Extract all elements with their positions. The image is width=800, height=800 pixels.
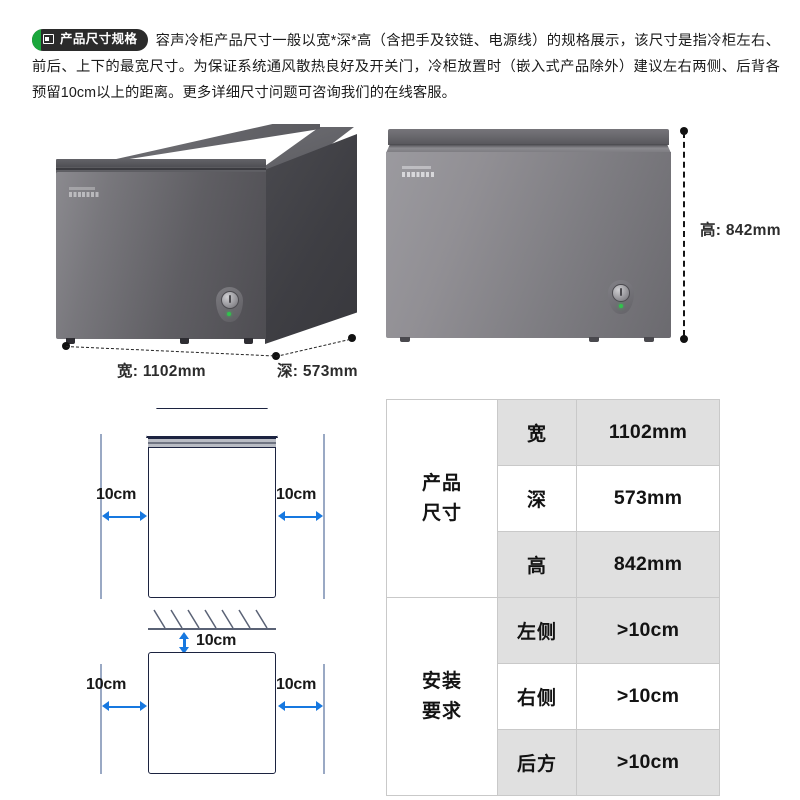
chest-freezer-isometric-view xyxy=(56,124,357,359)
table-key-left-clearance: 左侧 xyxy=(497,597,577,664)
freezer-foot xyxy=(180,338,189,344)
specification-table: 产品 尺寸 宽 1102mm 深 573mm 高 842mm 安装 要求 左侧 … xyxy=(386,399,720,796)
section-badge: 产品尺寸规格 xyxy=(32,28,149,51)
dim-point-width-left xyxy=(62,342,70,350)
freezer-foot xyxy=(66,338,75,344)
thermostat-dial-icon xyxy=(220,291,239,309)
table-key-rear-clearance: 后方 xyxy=(497,729,577,796)
clearance-arrow-right-top xyxy=(278,511,323,522)
table-value-depth: 573mm xyxy=(576,465,720,532)
table-row: 高 842mm xyxy=(387,531,720,598)
freezer-front-lid xyxy=(388,129,669,145)
dim-point-width-right xyxy=(272,352,280,360)
table-row: 产品 尺寸 宽 1102mm xyxy=(386,399,720,598)
clearance-arrow-rear xyxy=(179,632,190,654)
height-dimension-label: 高: 842mm xyxy=(700,222,781,239)
section-badge-label: 产品尺寸规格 xyxy=(60,31,138,46)
table-value-height: 842mm xyxy=(576,531,720,598)
group-label-line1: 安装 xyxy=(421,670,462,692)
clearance-arrow-right-bottom xyxy=(278,701,323,712)
clearance-label-rear: 10cm xyxy=(196,632,237,649)
freezer-side-panel xyxy=(265,134,357,344)
clearance-label-left-bottom: 10cm xyxy=(86,676,127,693)
thermostat-dial-icon xyxy=(612,284,630,302)
table-group-label-install-requirement: 安装 要求 xyxy=(386,597,498,796)
brand-logo xyxy=(402,166,435,179)
table-key-right-clearance: 右侧 xyxy=(497,663,577,730)
clearance-guide-right-bottom xyxy=(323,664,325,774)
depth-dimension-label: 深: 573mm xyxy=(277,363,358,380)
table-value-left-clearance: >10cm xyxy=(576,597,720,664)
table-group-label-product-size: 产品 尺寸 xyxy=(386,399,498,598)
power-led-indicator xyxy=(619,304,623,308)
freezer-foot xyxy=(644,337,654,342)
freezer-front-body xyxy=(386,152,671,342)
freezer-front-panel xyxy=(56,172,266,344)
table-value-rear-clearance: >10cm xyxy=(576,729,720,796)
table-value-right-clearance: >10cm xyxy=(576,663,720,730)
clearance-label-left-top: 10cm xyxy=(96,486,137,503)
table-value-width: 1102mm xyxy=(576,399,720,466)
dim-line-height xyxy=(683,132,685,336)
freezer-foot xyxy=(244,338,253,344)
dim-point-depth-right xyxy=(348,334,356,342)
clearance-guide-left-bottom xyxy=(100,664,102,774)
clearance-unit-elevation xyxy=(146,408,278,598)
wall-hatch-lines xyxy=(153,609,268,629)
clearance-unit-lid-band xyxy=(148,438,276,448)
table-key-height: 高 xyxy=(497,531,577,598)
clearance-arrow-left-top xyxy=(102,511,147,522)
group-label-line2: 要求 xyxy=(421,700,462,722)
table-row: 右侧 >10cm xyxy=(387,663,720,730)
freezer-lid-front-edge xyxy=(56,159,266,176)
document-spec-icon xyxy=(43,34,54,45)
freezer-foot xyxy=(400,337,410,342)
group-label-line2: 尺寸 xyxy=(421,502,462,524)
freezer-lid-seam xyxy=(386,144,671,153)
table-row: 深 573mm xyxy=(387,465,720,532)
installation-clearance-diagram: 10cm 10cm 10cm 10cm 10cm xyxy=(60,396,380,788)
clearance-unit-lid xyxy=(146,408,278,438)
group-label-line1: 产品 xyxy=(421,472,462,494)
clearance-label-right-bottom: 10cm xyxy=(276,676,317,693)
chest-freezer-front-view xyxy=(386,129,671,344)
spec-header: 产品尺寸规格容声冷柜产品尺寸一般以宽*深*高（含把手及铰链、电源线）的规格展示，… xyxy=(0,0,800,121)
table-key-depth: 深 xyxy=(497,465,577,532)
clearance-arrow-left-bottom xyxy=(102,701,147,712)
power-led-indicator xyxy=(227,312,231,316)
thermostat-knob xyxy=(608,280,634,314)
brand-logo xyxy=(69,187,99,199)
clearance-unit-plan xyxy=(148,652,276,774)
dim-point-height-bottom xyxy=(680,335,688,343)
wall-surface-line xyxy=(148,628,276,630)
product-photo-row: 宽: 1102mm 深: 573mm 高: 842mm xyxy=(0,106,800,396)
clearance-label-right-top: 10cm xyxy=(276,486,317,503)
clearance-guide-left-top xyxy=(100,434,102,599)
clearance-guide-right-top xyxy=(323,434,325,599)
table-row: 安装 要求 左侧 >10cm xyxy=(386,597,720,796)
intro-paragraph-text: 容声冷柜产品尺寸一般以宽*深*高（含把手及铰链、电源线）的规格展示，该尺寸是指冷… xyxy=(32,33,780,102)
freezer-foot xyxy=(589,337,599,342)
table-key-width: 宽 xyxy=(497,399,577,466)
intro-paragraph: 产品尺寸规格容声冷柜产品尺寸一般以宽*深*高（含把手及铰链、电源线）的规格展示，… xyxy=(32,28,780,106)
wall-hatching xyxy=(148,608,276,634)
width-dimension-label: 宽: 1102mm xyxy=(117,363,206,380)
dim-point-height-top xyxy=(680,127,688,135)
table-row: 后方 >10cm xyxy=(387,729,720,796)
thermostat-knob xyxy=(216,287,243,322)
clearance-unit-body xyxy=(148,448,276,598)
